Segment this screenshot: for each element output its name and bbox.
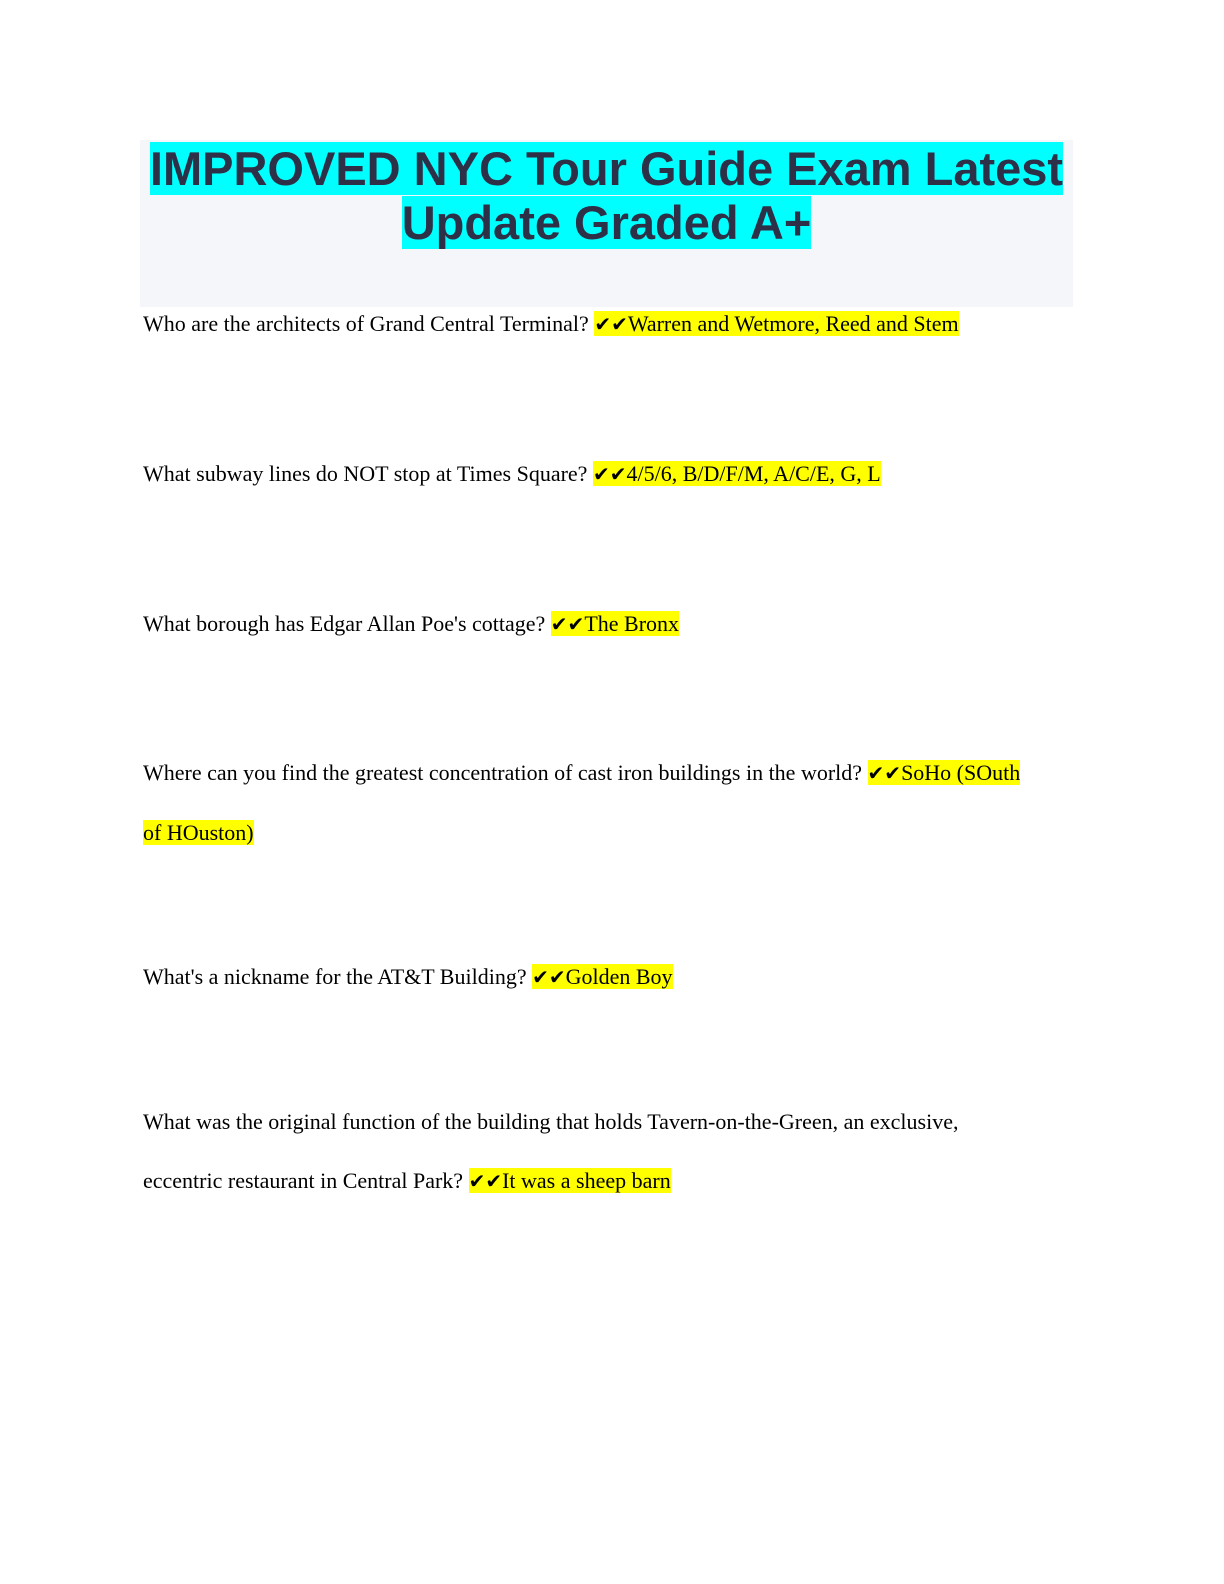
checkmark-icon: ✔✔ <box>532 965 566 989</box>
answer: ✔✔It was a sheep barn <box>468 1168 671 1193</box>
checkmark-icon: ✔✔ <box>550 612 585 636</box>
answer: ✔✔4/5/6, B/D/F/M, A/C/E, G, L <box>592 461 881 486</box>
qa-item: What's a nickname for the AT&T Building?… <box>143 947 1043 1007</box>
qa-item: What was the original function of the bu… <box>143 1092 1043 1211</box>
checkmark-icon: ✔✔ <box>594 312 628 336</box>
checkmark-icon: ✔✔ <box>867 761 902 785</box>
question: What borough has Edgar Allan Poe's cotta… <box>143 611 546 636</box>
question: What was the original function of the bu… <box>143 1109 959 1193</box>
checkmark-icon: ✔✔ <box>468 1169 503 1193</box>
question: What's a nickname for the AT&T Building? <box>143 964 527 989</box>
question: Who are the architects of Grand Central … <box>143 311 589 336</box>
checkmark-icon: ✔✔ <box>592 462 627 486</box>
question: Where can you find the greatest concentr… <box>143 760 863 785</box>
qa-item: Who are the architects of Grand Central … <box>143 294 1043 354</box>
qa-item: Where can you find the greatest concentr… <box>143 743 1043 862</box>
question: What subway lines do NOT stop at Times S… <box>143 461 588 486</box>
answer: ✔✔Golden Boy <box>532 964 673 989</box>
answer: ✔✔Warren and Wetmore, Reed and Stem <box>594 311 959 336</box>
answer: ✔✔The Bronx <box>550 611 680 636</box>
qa-item: What borough has Edgar Allan Poe's cotta… <box>143 594 1043 654</box>
qa-item: What subway lines do NOT stop at Times S… <box>143 444 1043 504</box>
